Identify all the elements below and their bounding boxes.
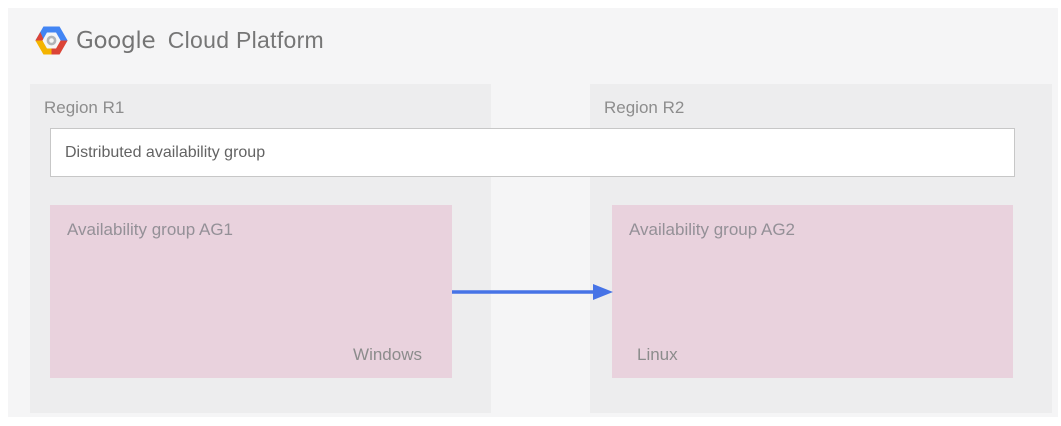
ag2-title: Availability group AG2 [629, 220, 796, 239]
availability-group-ag1-box: Availability group AG1 Windows [50, 205, 452, 378]
region-r2-label: Region R2 [604, 98, 685, 117]
ag1-title: Availability group AG1 [67, 220, 234, 239]
replication-arrow-icon [452, 284, 613, 300]
availability-group-ag2-box: Availability group AG2 Linux [612, 205, 1013, 378]
distributed-availability-group-box: Distributed availability group [50, 128, 1015, 177]
ag2-os-label: Linux [637, 345, 678, 364]
gcp-hexagon-logo-icon [35, 26, 68, 54]
region-r1-label: Region R1 [44, 98, 125, 117]
distributed-availability-group-label: Distributed availability group [65, 143, 266, 161]
ag1-os-label: Windows [353, 345, 422, 364]
logo-brand-text: Google [76, 27, 156, 54]
logo-wordmark: Google Cloud Platform [76, 27, 324, 54]
logo-product-text: Cloud Platform [167, 26, 325, 53]
header: Google Cloud Platform [34, 22, 324, 58]
